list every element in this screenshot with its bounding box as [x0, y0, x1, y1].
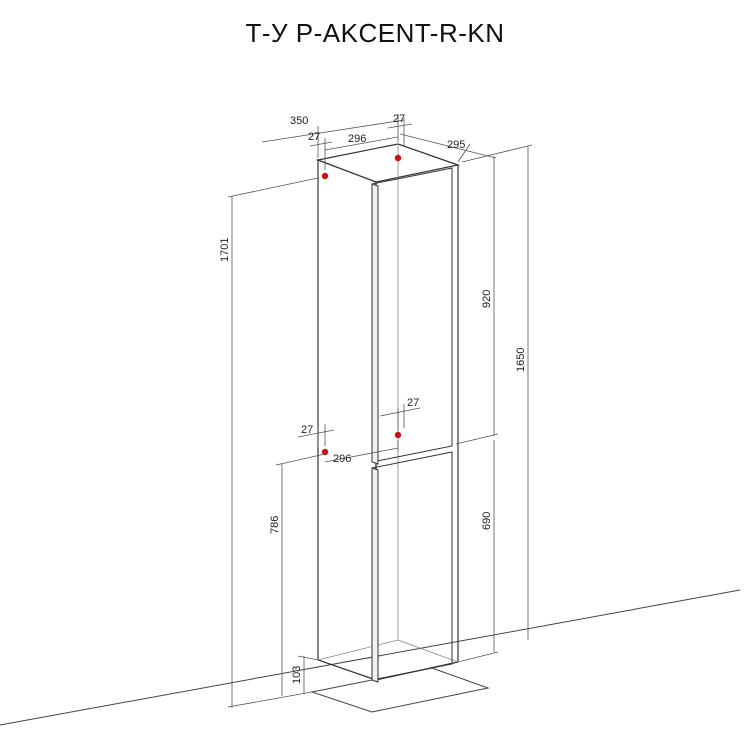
cabinet-left-side: [317, 159, 377, 681]
dim-lower-mount-height-label: 786: [269, 516, 281, 534]
floor-line: [0, 589, 741, 726]
dim-mid-offset-left-label: 27: [301, 424, 313, 436]
dim-ext-depth: [457, 143, 471, 163]
dim-upper-door-height-label: 920: [481, 290, 493, 308]
dim-mount-height-label: 1701: [219, 238, 231, 262]
dim-line-mid-offset-right: [379, 407, 421, 417]
dim-ext-920-bottom: [455, 433, 499, 445]
drawing-title: Т-У Р-AKCENT-R-KN: [245, 18, 505, 48]
dim-ext-1701-bottom: [227, 691, 313, 708]
dim-ext-690-bottom: [457, 651, 499, 663]
dim-line-side-offset-left: [309, 141, 333, 147]
dim-ext-103-top: [297, 655, 319, 661]
dim-ext-786-top: [275, 453, 326, 466]
dim-line-side-offset-right: [387, 123, 413, 129]
dim-line-mid-offset-left: [297, 429, 335, 438]
dim-total-height-label: 1650: [515, 348, 527, 372]
mount-point-mid-right: [394, 431, 402, 439]
dim-line-inner-width-top: [324, 136, 399, 151]
dim-side-offset-left-label: 27: [308, 131, 320, 143]
cabinet-inner-bottom-right: [397, 639, 459, 663]
mount-point-top-left: [321, 172, 329, 180]
lower-door-thickness: [371, 467, 379, 683]
lower-door: [371, 451, 453, 683]
mount-point-top-right: [394, 154, 402, 162]
cabinet-inner-bottom: [317, 639, 399, 661]
dimension-annotations: 350 27 296 27 295 1701 1650: [219, 113, 533, 708]
dim-inner-width-top-label: 296: [348, 133, 366, 145]
dim-depth-label: 295: [447, 139, 465, 151]
dim-line-overall-width: [261, 119, 405, 143]
dim-ext-1701-top: [227, 177, 319, 198]
dim-side-offset-right-label: 27: [393, 113, 405, 125]
cabinet-body: [315, 143, 461, 681]
upper-door-thickness: [371, 183, 379, 465]
cabinet-top-face: [315, 143, 461, 183]
lower-door-panel: [371, 451, 453, 681]
dim-line-depth: [399, 133, 497, 159]
dim-ext-1650-top: [461, 144, 533, 163]
dim-inner-width-mid-label: 296: [333, 453, 351, 465]
upper-door-panel: [371, 167, 453, 463]
dim-line-inner-width-mid: [324, 447, 399, 463]
upper-door: [371, 167, 453, 465]
dim-mid-offset-right-label: 27: [407, 397, 419, 409]
dim-leg-height-label: 103: [291, 666, 303, 684]
mount-point-mid-left: [321, 448, 329, 456]
dim-lower-door-height-label: 690: [481, 512, 493, 530]
dim-overall-width-label: 350: [290, 115, 308, 127]
